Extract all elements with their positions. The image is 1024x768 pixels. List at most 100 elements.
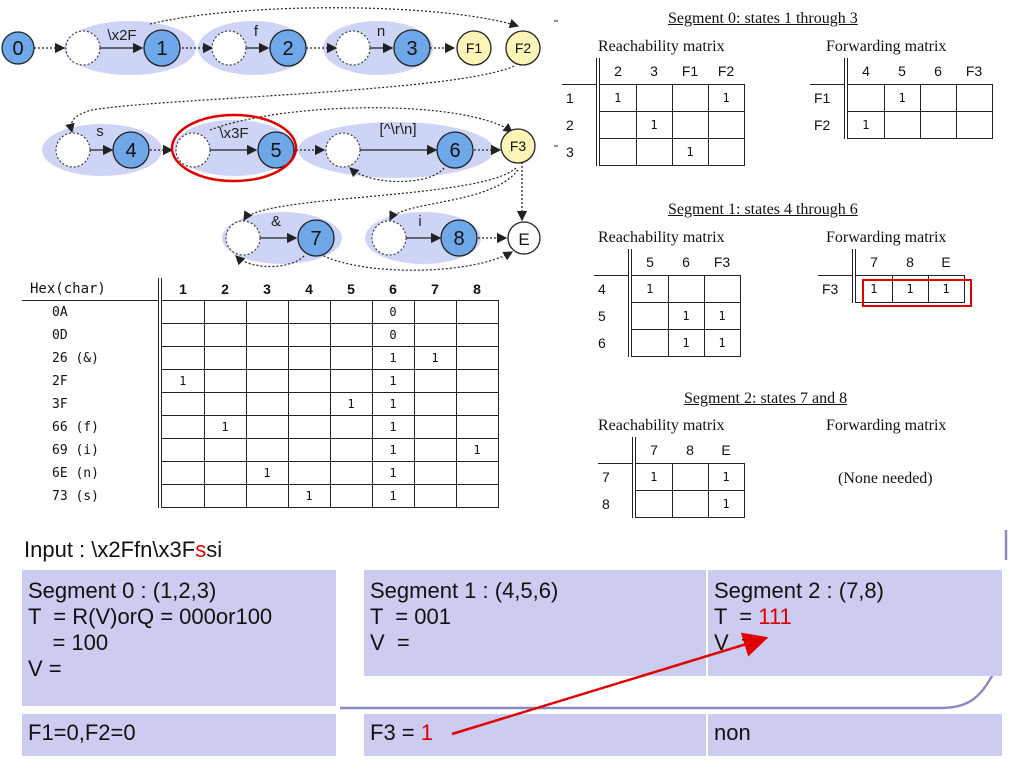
hex-row-label: 73 (s) [22,484,162,508]
label-e: E [518,230,529,249]
input-current-char: s [195,537,207,562]
table-cell [413,438,457,462]
state-f3 [500,128,536,164]
matrix-column-header: 4 [846,58,884,85]
table-cell: 1 [371,392,415,416]
table-cell [413,392,457,416]
label-f2: F2 [515,40,532,56]
matrix-column-header: F3 [704,249,740,276]
state-unlabeled [371,220,407,256]
state-4 [112,131,150,169]
table-cell [455,461,499,485]
column-header: 6 [372,278,414,301]
table-cell: 1 [455,438,499,462]
matrix-cell: 1 [707,463,745,491]
segment-2-line-1: Segment 2 : (7,8) [714,578,884,603]
table-cell [159,461,205,485]
bullet-mark [554,20,558,22]
matrix-column-header: 6 [668,249,704,276]
table-cell [159,300,205,324]
table-cell [159,392,205,416]
matrix-column-header: 5 [630,249,668,276]
table-cell [329,461,373,485]
forward-box-1: F3 = 1 [364,714,706,756]
matrix-cell: 1 [703,302,741,330]
hex-row-label: 0D [22,323,162,347]
table-cell [159,484,205,508]
matrix-cell: 1 [597,84,637,112]
matrix-cell [955,84,993,112]
matrix-cell [707,111,745,139]
state-0 [1,31,35,65]
table-cell [245,415,289,439]
matrix-row-label: 3 [562,138,600,166]
forwarding-highlight-box [862,279,972,307]
input-prefix: Input : \x2Ffn\x3F [24,537,196,562]
segment-0-reach-title: Reachability matrix [598,38,725,55]
matrix-cell [635,84,673,112]
matrix-row-label: 8 [598,490,636,518]
column-header: 4 [288,278,330,301]
table-cell [413,461,457,485]
column-header: 3 [246,278,288,301]
segment-1-title: Segment 1: states 4 through 6 [668,201,858,218]
matrix-cell [919,111,957,139]
segment-2-reach-title: Reachability matrix [598,417,725,434]
table-cell: 1 [159,369,205,393]
table-cell: 1 [329,392,373,416]
column-header: 1 [160,278,204,301]
table-cell: 1 [245,461,289,485]
segment-2-t-value: 111 [758,604,792,629]
matrix-column-header: F2 [708,58,744,85]
matrix-cell [597,138,637,166]
table-cell [413,300,457,324]
bullet-mark [554,145,558,147]
matrix-cell: 1 [629,275,669,303]
matrix-corner [598,437,636,464]
edge-label-crlf: [^\r\n] [379,121,416,138]
matrix-corner [594,249,632,276]
matrix-cell: 1 [633,463,673,491]
matrix-cell [671,463,709,491]
hex-row-label: 26 (&) [22,346,162,370]
matrix-cell [919,84,957,112]
matrix-cell [703,275,741,303]
table-cell [203,369,247,393]
matrix-cell: 1 [667,302,705,330]
matrix-cell [667,275,705,303]
segment-0-line-3: = 100 [28,630,109,655]
hex-row-label: 0A [22,300,162,324]
matrix-row-label: F1 [810,84,848,112]
segment-1-line-3: V = [370,630,410,655]
table-cell [245,346,289,370]
matrix-row-label: 5 [594,302,632,330]
state-f1 [456,30,492,66]
input-string: Input : \x2Ffn\x3Fssi [24,537,222,563]
table-cell [413,369,457,393]
table-cell [455,323,499,347]
segment-0-line-4: V = [28,656,62,681]
table-cell [287,300,331,324]
matrix-column-header: 7 [634,437,672,464]
matrix-column-header: 7 [854,249,892,276]
state-3 [393,29,431,67]
column-header: 7 [414,278,456,301]
edge-label-x2f: \x2F [107,27,136,44]
table-cell: 0 [371,323,415,347]
table-cell [245,392,289,416]
